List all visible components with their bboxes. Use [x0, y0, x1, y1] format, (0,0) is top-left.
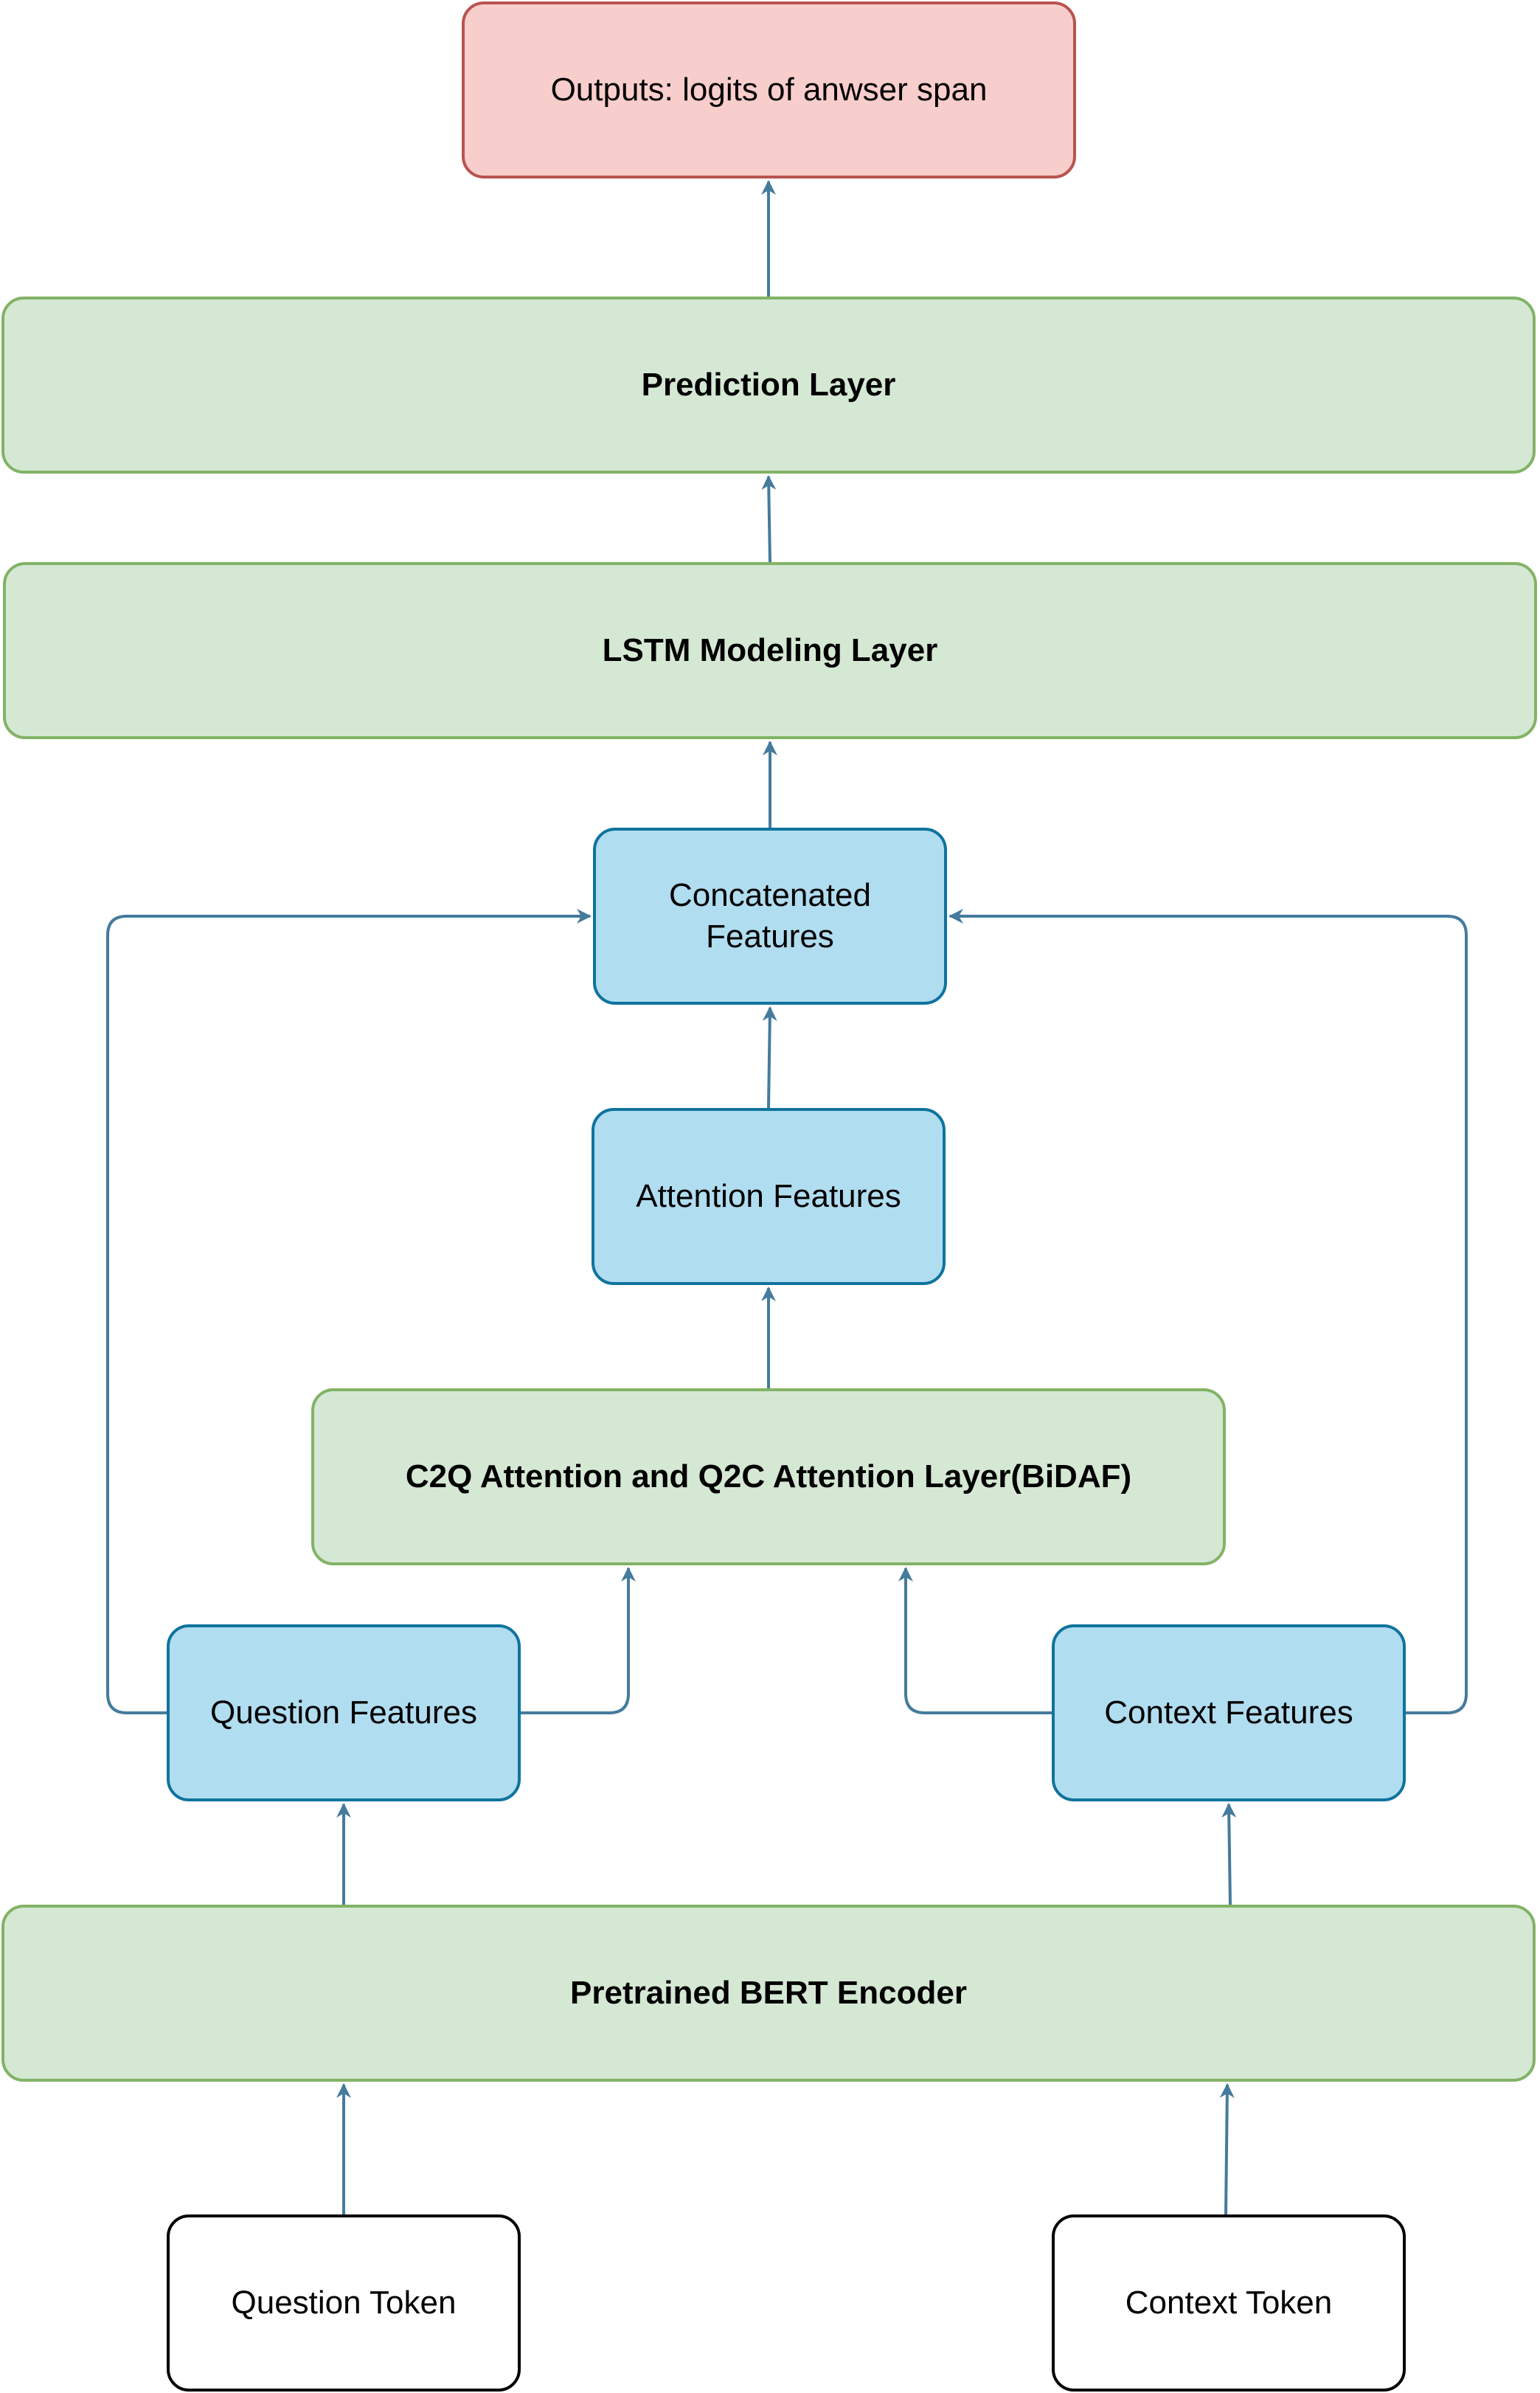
bert-encoder-label: Pretrained BERT Encoder [570, 1975, 967, 2011]
question-token-node: Question Token [167, 2214, 521, 2392]
edge-bert-to-context-features [1221, 1803, 1237, 1905]
context-features-node: Context Features [1052, 1624, 1406, 1801]
edge-question-features-to-concat [106, 909, 592, 1714]
edge-context-token-to-bert [1219, 2083, 1235, 2215]
question-token-label: Question Token [231, 2285, 457, 2321]
bidaf-attention-layer-node: C2Q Attention and Q2C Attention Layer(Bi… [311, 1388, 1226, 1565]
attention-features-label: Attention Features [636, 1178, 901, 1214]
bert-encoder-node: Pretrained BERT Encoder [1, 1905, 1536, 2082]
lstm-modeling-layer-label: LSTM Modeling Layer [602, 632, 938, 668]
prediction-layer-node: Prediction Layer [1, 297, 1536, 474]
bidaf-attention-layer-label: C2Q Attention and Q2C Attention Layer(Bi… [405, 1458, 1132, 1495]
edge-context-features-to-concat [948, 909, 1468, 1714]
outputs-label: Outputs: logits of anwser span [550, 72, 988, 108]
concatenated-features-label: Concatenated Features [669, 877, 871, 955]
outputs-node: Outputs: logits of anwser span [462, 1, 1076, 179]
lstm-modeling-layer-node: LSTM Modeling Layer [3, 562, 1537, 739]
question-features-label: Question Features [210, 1694, 477, 1731]
edge-lstm-to-prediction [761, 475, 777, 563]
edge-attention-to-concat [762, 1006, 777, 1109]
prediction-layer-label: Prediction Layer [641, 367, 896, 403]
context-token-node: Context Token [1052, 2214, 1406, 2392]
context-features-label: Context Features [1104, 1694, 1353, 1731]
context-token-label: Context Token [1125, 2285, 1333, 2321]
concatenated-features-node: Concatenated Features [593, 828, 947, 1005]
attention-features-node: Attention Features [592, 1108, 946, 1285]
question-features-node: Question Features [167, 1624, 521, 1801]
edge-context-features-to-bidaf [898, 1567, 1052, 1714]
edge-question-features-to-bidaf [521, 1567, 636, 1714]
